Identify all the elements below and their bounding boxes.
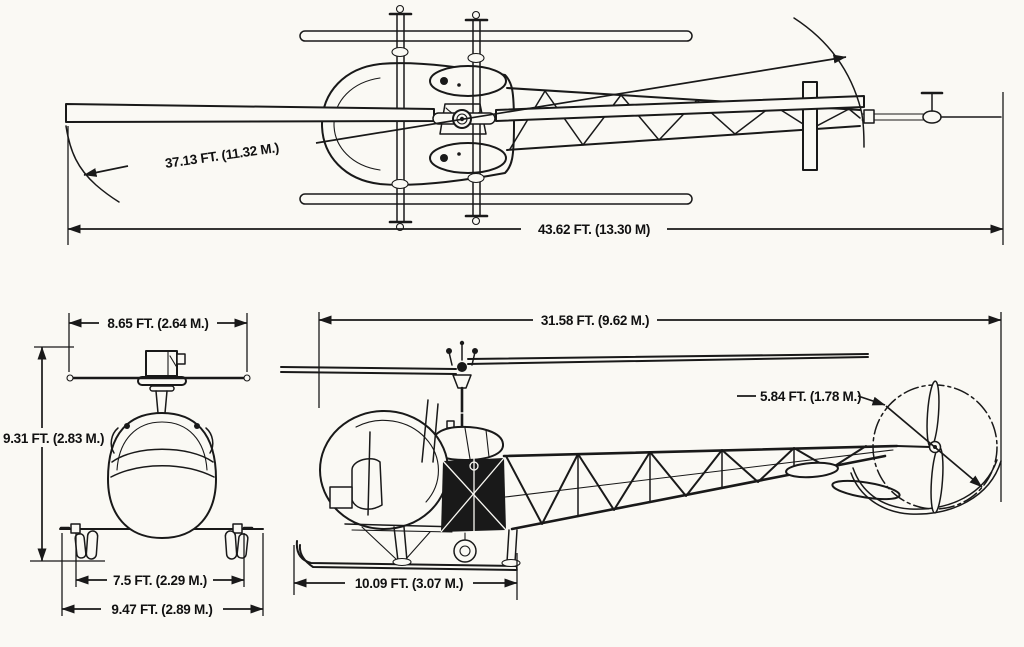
fuel-tank-side (430, 420, 504, 461)
main-rotor-blade-side (280, 353, 869, 375)
front-view: 8.65 FT. (2.64 M.) 9.31 FT. (2.83 M.) 7.… (0, 313, 264, 617)
dim-overall-width: 9.47 FT. (2.89 M.) (61, 533, 264, 617)
rotor-disc-arc-right (793, 17, 865, 148)
tail-rotor-blade-upper (926, 380, 940, 448)
side-view: 31.58 FT. (9.62 M.) 5.84 FT. (1.78 M.) 1… (280, 311, 1002, 600)
skid-rail-lower (299, 193, 693, 205)
tail-boom-truss-side (502, 444, 931, 531)
dim-fuselage-length: 31.58 FT. (9.62 M.) (318, 311, 1002, 502)
fuel-tank-right (429, 142, 507, 174)
rotor-head-front (137, 350, 187, 414)
main-rotor-blade-right (495, 95, 865, 122)
dim-skid-track: 7.5 FT. (2.29 M.) (75, 533, 245, 588)
dim-label-tail-rotor-diameter: 5.84 FT. (1.78 M.) (760, 389, 861, 404)
dim-label-overall-length: 43.62 FT. (13.30 M) (538, 222, 650, 237)
rotor-disc-arc-left (65, 125, 120, 203)
ground-wheels-right (224, 530, 249, 560)
top-view: 37.13 FT. (11.32 M.) 43.62 FT. (13.30 M) (65, 4, 1004, 245)
dim-label-overall-height: 9.31 FT. (2.83 M.) (3, 431, 104, 446)
engine-block (440, 457, 507, 533)
dim-overall-length: 43.62 FT. (13.30 M) (67, 92, 1004, 245)
landing-skid-side (295, 526, 521, 571)
tail-rotor-guard (852, 459, 998, 510)
tail-boom-truss-top (509, 90, 861, 150)
dim-skid-length: 10.09 FT. (3.07 M.) (293, 545, 518, 600)
dim-label-rotor-head-width: 8.65 FT. (2.64 M.) (107, 316, 208, 331)
fuel-tank-left (429, 65, 507, 97)
dim-label-fuselage-length: 31.58 FT. (9.62 M.) (541, 313, 649, 328)
dim-tail-rotor-diameter: 5.84 FT. (1.78 M.) (737, 389, 983, 488)
dim-label-overall-width: 9.47 FT. (2.89 M.) (111, 602, 212, 617)
bubble-canopy-front (107, 412, 217, 539)
stabilizer-side (785, 461, 839, 479)
dim-overall-height: 9.31 FT. (2.83 M.) (0, 346, 105, 562)
bubble-canopy-side (319, 410, 449, 530)
dim-label-skid-track: 7.5 FT. (2.29 M.) (113, 573, 207, 588)
stabilizer-top (802, 81, 818, 171)
dim-label-skid-length: 10.09 FT. (3.07 M.) (355, 576, 463, 591)
dim-label-rotor-diameter: 37.13 FT. (11.32 M.) (164, 140, 280, 171)
skid-rail-upper (299, 30, 693, 42)
tail-rotor-blade-lower (930, 446, 944, 514)
ground-wheels-left (74, 530, 99, 560)
dim-rotor-head-width: 8.65 FT. (2.64 M.) (68, 313, 248, 372)
rotor-head-side (446, 340, 478, 432)
tail-rotor-hub-top (922, 110, 942, 124)
